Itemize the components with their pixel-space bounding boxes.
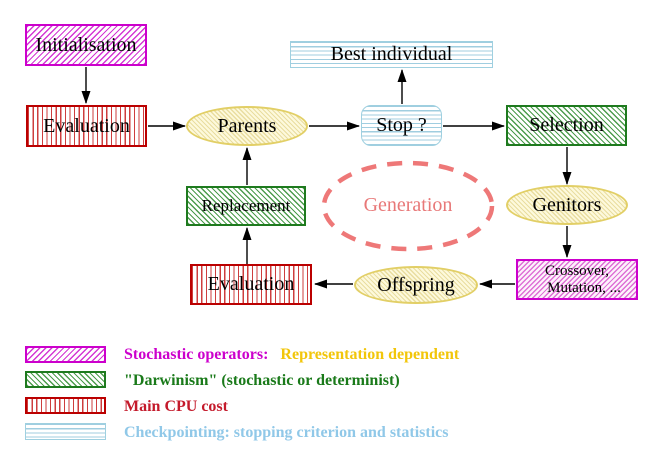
node-evaluation-top: Evaluation	[26, 105, 147, 147]
legend-row-stochastic-operators: Stochastic operators: Representation depe…	[124, 346, 459, 364]
node-best-individual: Best individual	[290, 41, 493, 68]
node-replacement: Replacement	[186, 186, 306, 226]
legend-swatch-darwinism	[25, 371, 106, 388]
node-offspring: Offspring	[354, 266, 478, 304]
legend-swatch-stochastic-operators	[25, 346, 106, 363]
node-crossover-line1: Crossover,	[545, 262, 609, 279]
node-parents: Parents	[186, 106, 308, 146]
node-selection-label: Selection	[529, 114, 604, 136]
node-best-individual-label: Best individual	[330, 43, 453, 65]
node-genitors-label: Genitors	[532, 193, 602, 216]
node-offspring-label: Offspring	[377, 273, 455, 296]
node-evaluation-bottom-label: Evaluation	[207, 273, 295, 295]
node-selection: Selection	[506, 105, 627, 146]
node-crossover-mutation: Crossover, Mutation, ...	[516, 259, 638, 300]
node-replacement-label: Replacement	[201, 196, 291, 216]
legend-label-checkpointing: Checkpointing: stopping criterion and st…	[124, 424, 449, 441]
node-crossover-line2: Mutation, ...	[547, 279, 621, 296]
legend-swatch-main-cpu-cost	[25, 397, 106, 414]
legend-swatch-checkpointing	[25, 423, 106, 440]
node-initialisation-label: Initialisation	[35, 33, 137, 56]
legend-label-main-cpu-cost: Main CPU cost	[124, 398, 228, 415]
node-stop-label: Stop ?	[376, 114, 427, 136]
generation-cycle-label: Generation	[324, 194, 492, 217]
legend-label-stochastic-operators: Stochastic operators:	[124, 346, 269, 363]
node-genitors: Genitors	[506, 185, 628, 225]
node-evaluation-top-label: Evaluation	[43, 114, 130, 137]
node-initialisation: Initialisation	[25, 24, 147, 66]
node-parents-label: Parents	[217, 114, 277, 137]
generation-label-text: Generation	[363, 194, 453, 216]
legend-label-darwinism: "Darwinism" (stochastic or determinist)	[124, 372, 400, 389]
legend-label-representation-dependent: Representation dependent	[280, 346, 460, 363]
node-evaluation-bottom: Evaluation	[190, 264, 312, 305]
node-stop: Stop ?	[361, 105, 442, 146]
